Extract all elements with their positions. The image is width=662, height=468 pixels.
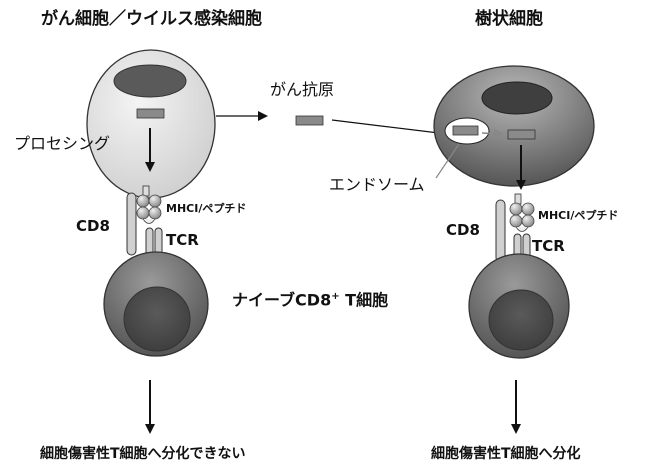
cd8-rod-left	[126, 192, 137, 256]
dendritic-cell-nucleus	[481, 81, 553, 115]
cd8-label-right: CD8	[446, 221, 480, 239]
naive-tcell-label: ナイーブCD8+ T細胞	[232, 292, 388, 308]
endosome-label: エンドソーム	[329, 175, 425, 194]
outcome-left: 細胞傷害性T細胞へ分化できない	[40, 446, 246, 462]
processing-label: プロセシング	[14, 134, 111, 153]
peptide-left	[136, 108, 165, 119]
left-title: がん細胞／ウイルス感染細胞	[41, 9, 262, 29]
naive-tcell-text: ナイーブCD8	[232, 290, 332, 310]
mhc-peptide-left	[136, 185, 162, 224]
uptake-arrow	[331, 119, 449, 138]
outcome-right: 細胞傷害性T細胞へ分化	[431, 446, 581, 462]
naive-tcell-left-nucleus	[123, 286, 191, 352]
cancer-cell-nucleus	[113, 64, 187, 98]
mhc-label-left: MHCI/ペプチド	[166, 202, 247, 215]
mhc-label-right: MHCI/ペプチド	[538, 209, 619, 222]
endosome-pointer	[435, 143, 460, 179]
antigen-label: がん抗原	[270, 80, 335, 99]
naive-tcell-sup: +	[331, 291, 340, 302]
tcr-label-left: TCR	[166, 231, 199, 249]
naive-tcell-suffix: T細胞	[339, 290, 389, 310]
cd8-rod-right	[495, 199, 506, 263]
peptide-right	[507, 129, 536, 140]
cd8-label-left: CD8	[76, 217, 110, 235]
dendritic-cell	[433, 65, 595, 187]
endosome-transfer-arrow	[481, 128, 504, 139]
right-title: 樹状細胞	[475, 9, 543, 29]
antigen-peptide	[295, 115, 324, 126]
naive-tcell-right-nucleus	[488, 289, 554, 351]
mhc-peptide-right	[509, 193, 535, 232]
peptide-in-endosome	[452, 125, 479, 136]
tcr-label-right: TCR	[532, 237, 565, 255]
